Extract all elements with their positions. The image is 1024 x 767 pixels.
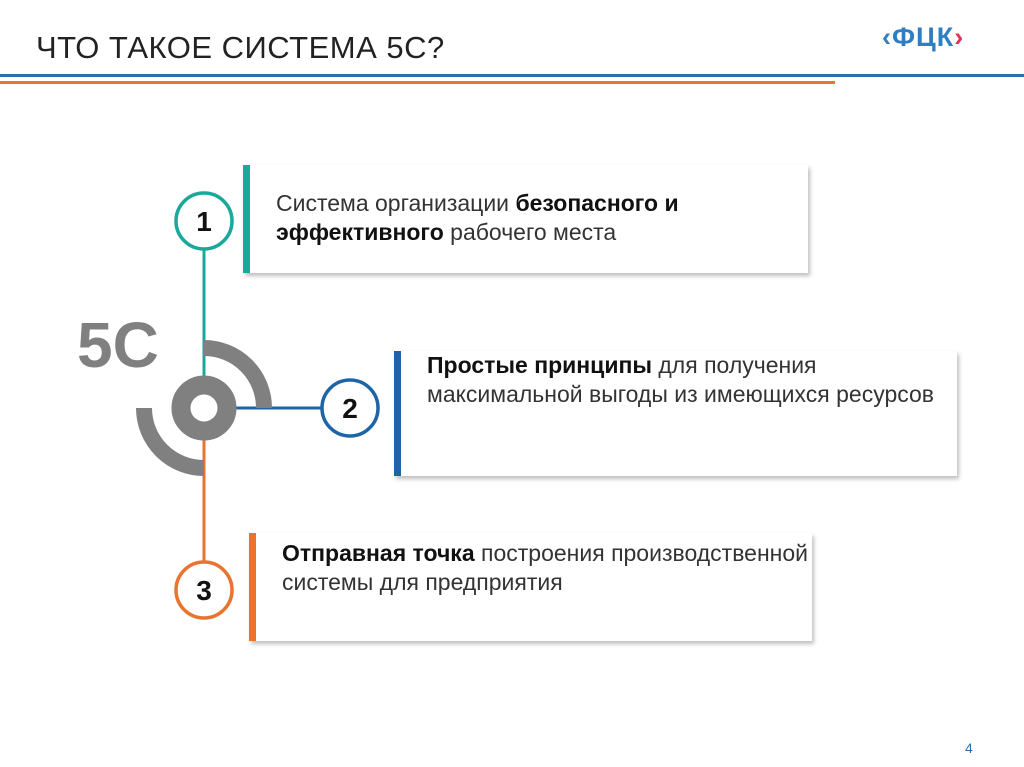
card-text-bold: безопасного и эффективного bbox=[276, 190, 679, 245]
step-circle-2 bbox=[320, 378, 380, 438]
slide-title: ЧТО ТАКОЕ СИСТЕМА 5С? bbox=[36, 30, 445, 65]
arc-top-right bbox=[203, 340, 272, 409]
arc-bottom-left bbox=[136, 407, 205, 476]
header-divider-blue bbox=[0, 74, 1024, 77]
card-text-bold: Простые принципы bbox=[427, 352, 652, 378]
header-divider-orange bbox=[0, 81, 835, 84]
center-label: 5С bbox=[77, 309, 159, 381]
logo-text: ФЦК bbox=[892, 22, 955, 52]
card-text: рабочего места bbox=[443, 219, 617, 245]
step-number-3: 3 bbox=[196, 575, 212, 606]
card-text: построения производственной системы для … bbox=[282, 540, 808, 595]
item-card-2: Простые принципы для получения максималь… bbox=[394, 351, 957, 476]
step-number-1: 1 bbox=[196, 206, 212, 237]
item-card-1: Система организации безопасного и эффект… bbox=[243, 165, 808, 273]
card-text: для получения максимальной выгоды из име… bbox=[427, 352, 934, 407]
page-number: 4 bbox=[965, 740, 973, 756]
card-text-bold: Отправная точка bbox=[282, 540, 475, 566]
step-circle-3 bbox=[174, 560, 234, 620]
logo: ‹ФЦК› bbox=[882, 22, 965, 52]
hub bbox=[171, 375, 237, 441]
card-text: Система организации bbox=[276, 190, 516, 216]
item-card-3: Отправная точка построения производствен… bbox=[249, 533, 812, 641]
step-number-2: 2 bbox=[342, 393, 358, 424]
step-circle-1 bbox=[174, 191, 234, 251]
